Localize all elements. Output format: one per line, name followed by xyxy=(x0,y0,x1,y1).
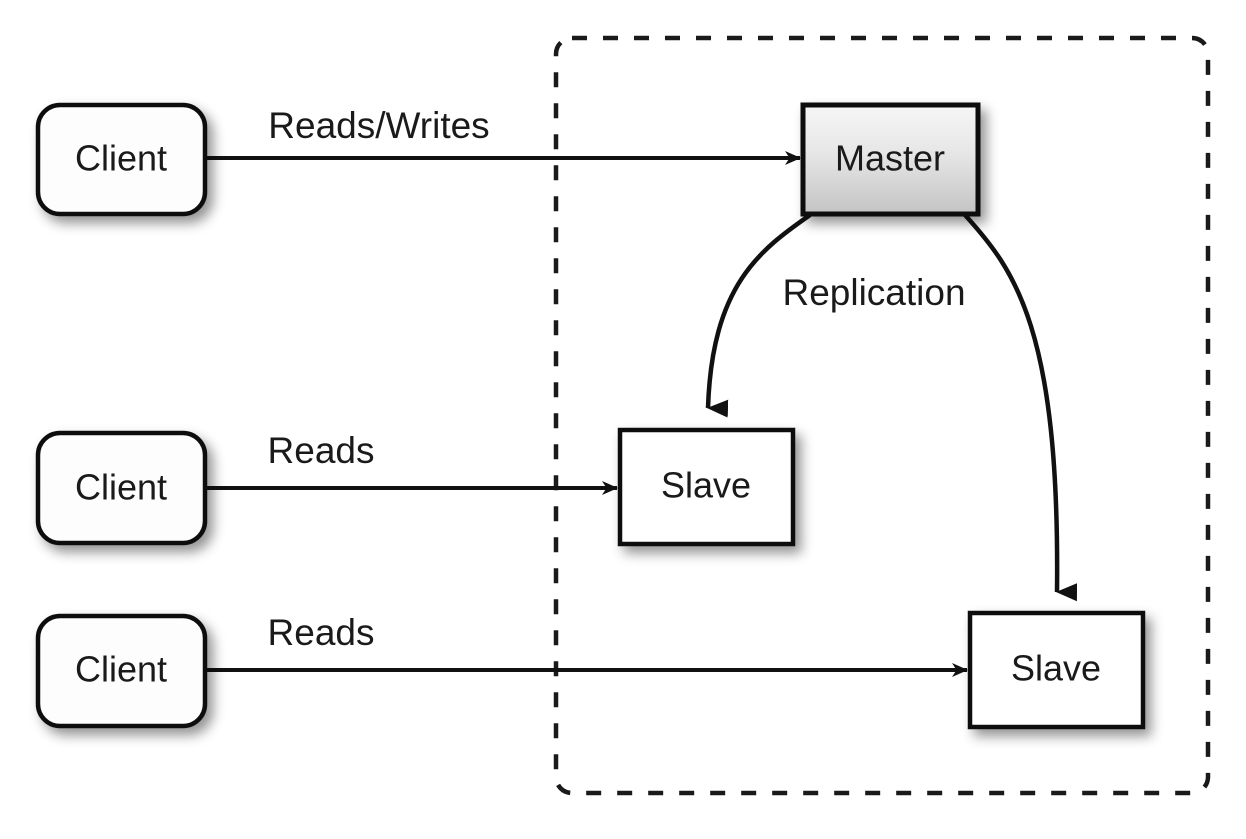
database-cluster-boundary xyxy=(553,35,1211,796)
node-client-2[interactable]: Client xyxy=(35,430,208,546)
slave-2-label: Slave xyxy=(1011,648,1101,689)
node-slave-1[interactable]: Slave xyxy=(617,427,796,547)
client-1-shape[interactable] xyxy=(35,102,208,217)
edge-label-reads-writes: Reads/Writes xyxy=(268,105,489,146)
client-3-label: Client xyxy=(75,649,167,690)
edge-label-reads-bottom: Reads xyxy=(268,612,375,653)
client-1-label: Client xyxy=(75,138,167,179)
slave-1-label: Slave xyxy=(661,465,751,506)
slave-2-shape[interactable] xyxy=(967,610,1146,730)
master-label: Master xyxy=(835,138,945,179)
client-3-shape[interactable] xyxy=(35,613,208,729)
node-client-1[interactable]: Client xyxy=(35,102,208,217)
master-shape[interactable] xyxy=(800,102,981,217)
edge-master-slave2 xyxy=(963,213,1078,602)
node-client-3[interactable]: Client xyxy=(35,613,208,729)
edge-label-reads-mid: Reads xyxy=(268,430,375,471)
client-2-label: Client xyxy=(75,467,167,508)
edge-master-slave1 xyxy=(705,213,812,418)
slave-1-shape[interactable] xyxy=(617,427,796,547)
node-master[interactable]: Master xyxy=(800,102,981,217)
client-2-shape[interactable] xyxy=(35,430,208,546)
edge-label-replication: Replication xyxy=(782,272,965,313)
node-slave-2[interactable]: Slave xyxy=(967,610,1146,730)
